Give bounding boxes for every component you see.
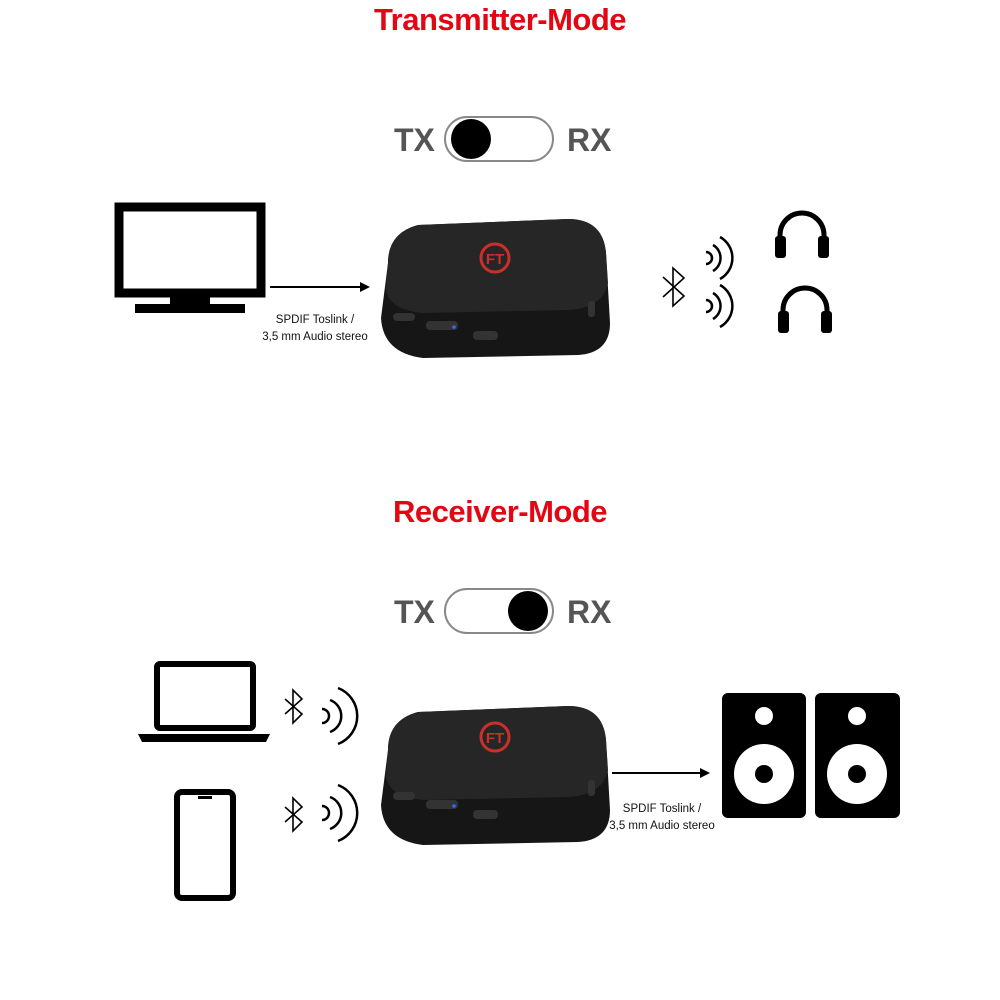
tv-icon (114, 202, 266, 313)
rx-label: RX (567, 594, 612, 630)
svg-text:FT: FT (486, 251, 504, 268)
speaker-icon (722, 693, 806, 818)
mode-toggle-rx (444, 588, 554, 634)
tx-label: TX (394, 594, 435, 630)
wireless-waves-icon (705, 235, 734, 329)
bluetooth-receiver-device: FT (381, 706, 610, 845)
toggle-knob (508, 591, 548, 631)
bluetooth-icon (284, 688, 304, 833)
laptop-icon (138, 661, 270, 742)
connection-label-line1: SPDIF Toslink / (622, 803, 702, 815)
connection-label: SPDIF Toslink / 3,5 mm Audio stereo (245, 312, 385, 346)
bluetooth-transmitter-device: FT (381, 219, 610, 358)
connection-label: SPDIF Toslink / 3,5 mm Audio stereo (592, 801, 732, 835)
connection-label-line2: 3,5 mm Audio stereo (262, 331, 368, 343)
receiver-mode-title: Receiver-Mode (392, 494, 608, 529)
tx-label: TX (394, 122, 435, 158)
mode-toggle-tx (444, 116, 554, 162)
connection-label-line2: 3,5 mm Audio stereo (609, 820, 715, 832)
arrow-right-icon (612, 768, 710, 778)
rx-label: RX (567, 122, 612, 158)
headphones-icon (778, 285, 832, 333)
arrow-right-icon (270, 282, 370, 292)
connection-label-line1: SPDIF Toslink / (275, 314, 355, 326)
wireless-waves-icon (321, 686, 359, 843)
bluetooth-icon (662, 266, 686, 308)
headphones-icon (775, 210, 829, 258)
speaker-icon (815, 693, 900, 818)
smartphone-icon (174, 789, 236, 901)
transmitter-mode-title: Transmitter-Mode (373, 2, 627, 37)
svg-text:FT: FT (486, 730, 504, 747)
toggle-knob (451, 119, 491, 159)
